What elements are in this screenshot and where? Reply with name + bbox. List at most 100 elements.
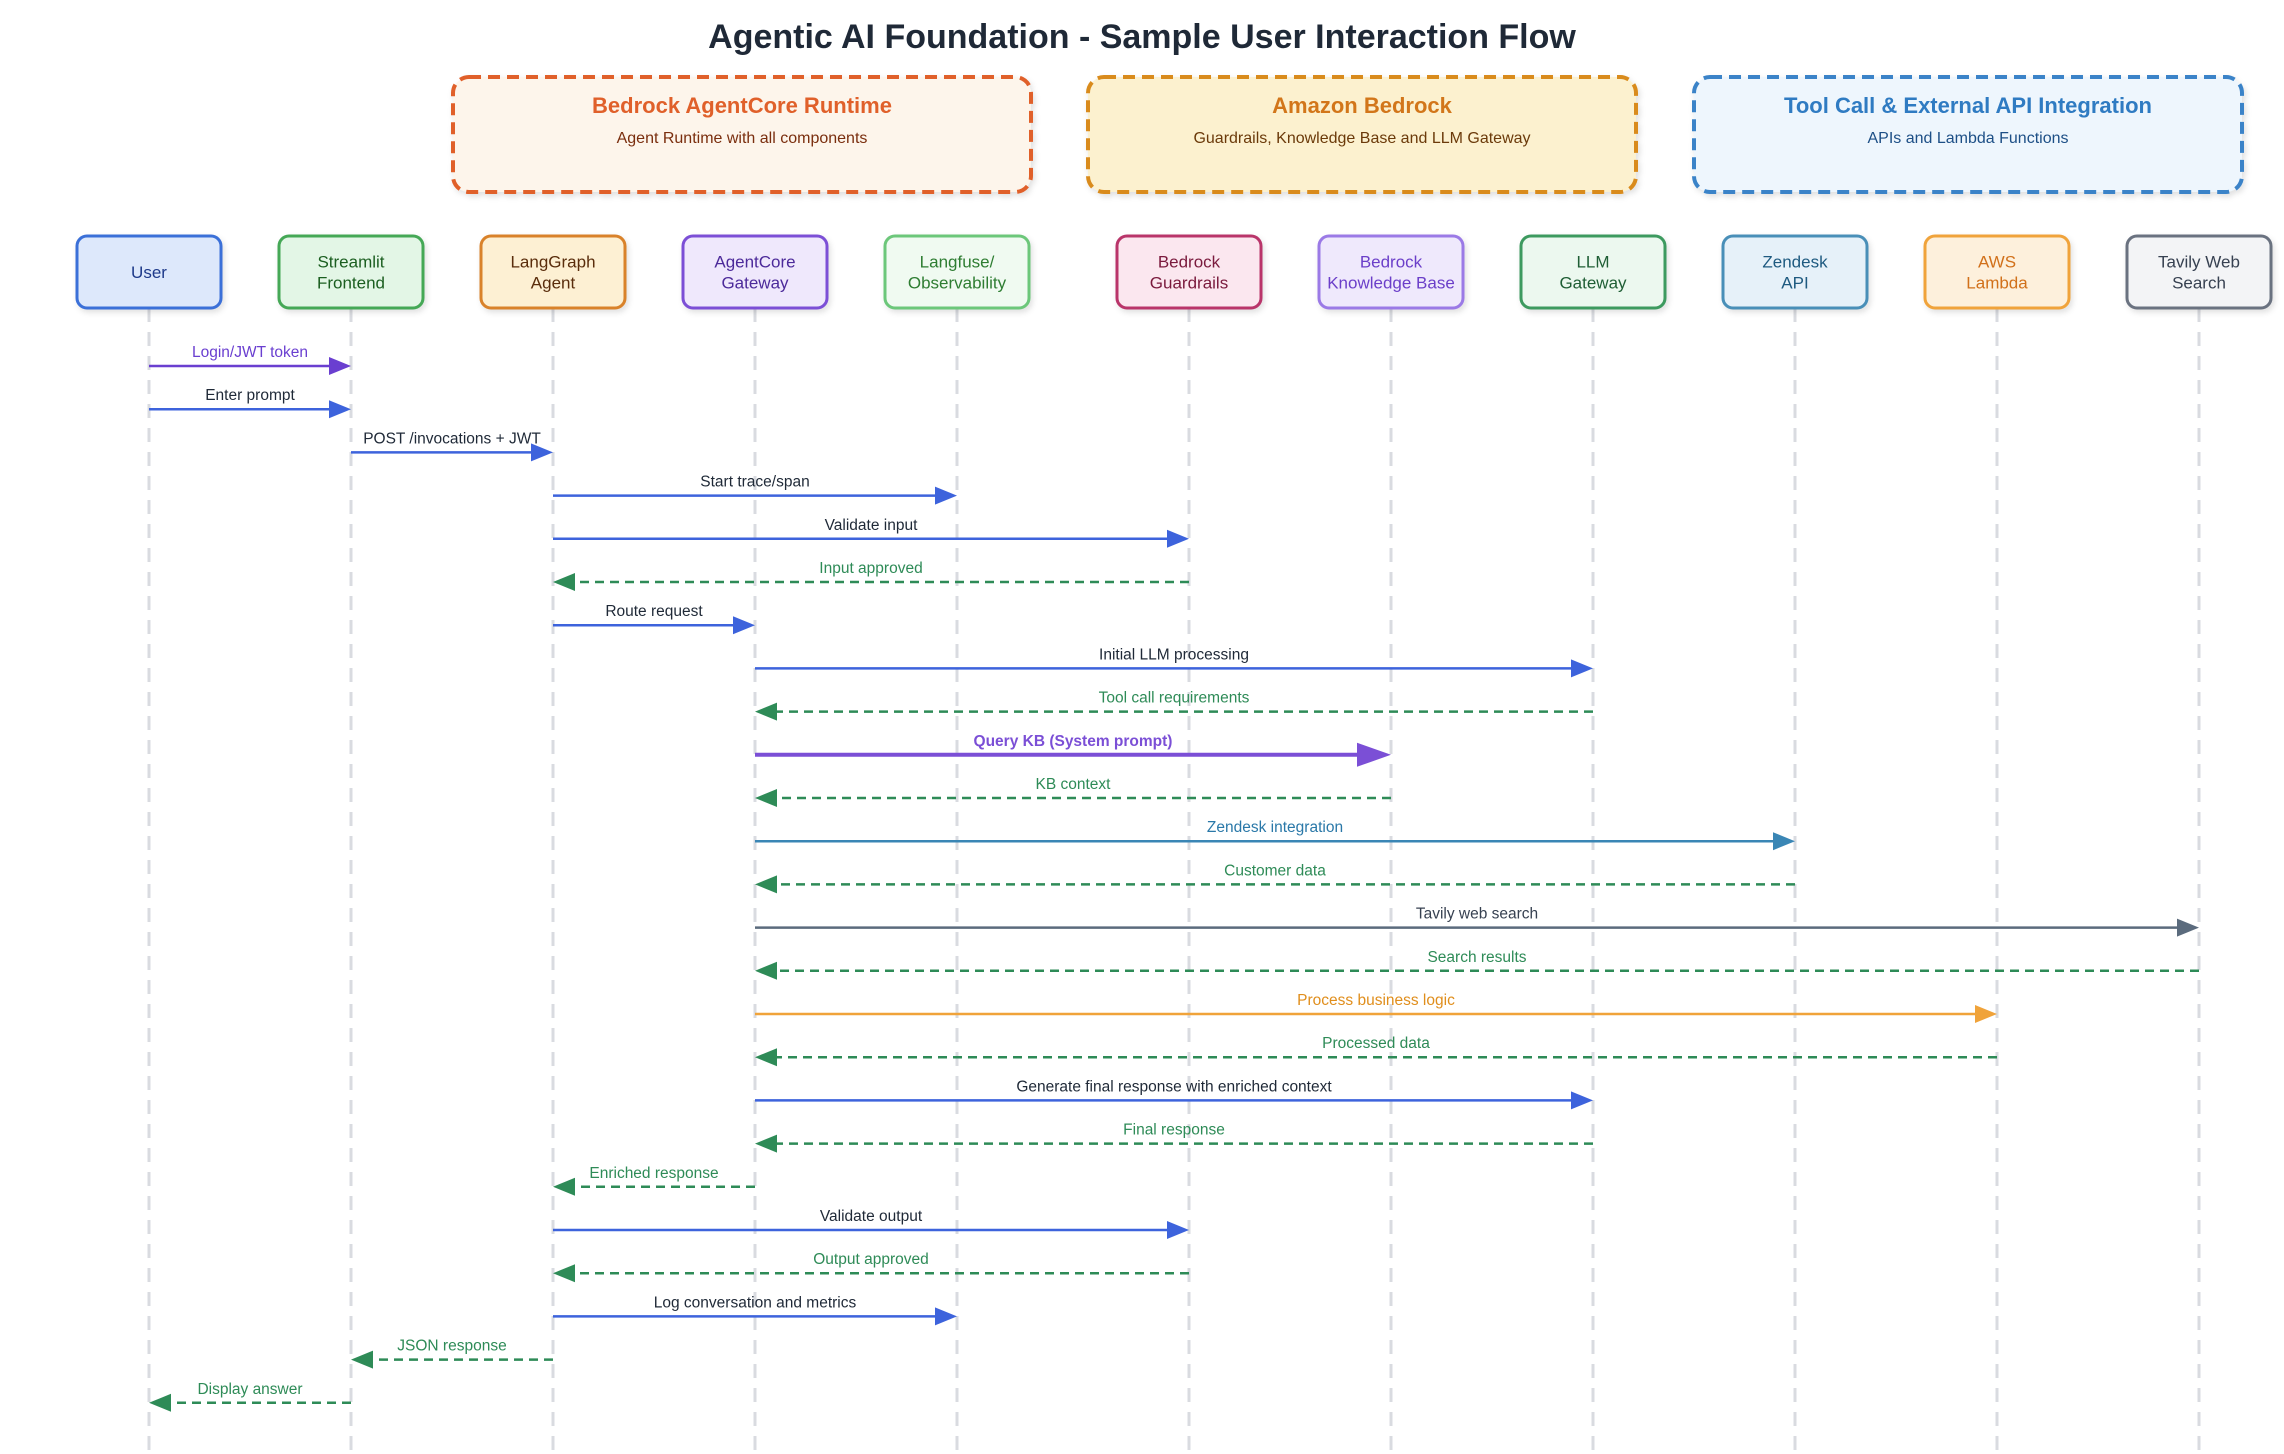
arrowhead [733, 616, 755, 635]
message-arrow: Tool call requirements [755, 690, 1593, 721]
message-arrow: Validate input [553, 517, 1189, 548]
actor-box [75, 234, 223, 310]
group-frame [1692, 75, 2244, 194]
arrowhead [149, 1393, 171, 1412]
message-label: Start trace/span [700, 474, 809, 491]
message-arrow: Input approved [553, 560, 1189, 591]
message-label: Tavily web search [1416, 906, 1538, 923]
actor-label: API [1781, 274, 1808, 293]
message-arrow: Login/JWT token [149, 344, 351, 375]
message-arrow: Output approved [553, 1251, 1189, 1283]
arrowhead [1975, 1005, 1997, 1023]
message-arrow: KB context [755, 776, 1391, 807]
actor-label: Lambda [1966, 274, 2028, 293]
actor-label: Tavily Web [2158, 253, 2240, 272]
message-arrow: Processed data [755, 1035, 1997, 1067]
group-title: Bedrock AgentCore Runtime [592, 93, 892, 118]
message-label: Enter prompt [205, 387, 295, 404]
message-arrow: Enriched response [553, 1165, 755, 1196]
message-arrow: Route request [553, 603, 755, 635]
message-arrow: Log conversation and metrics [553, 1294, 957, 1326]
actor-label: AWS [1978, 253, 2016, 272]
actor-label: Search [2172, 274, 2226, 293]
arrowhead [755, 1134, 777, 1153]
message-label: Zendesk integration [1207, 819, 1343, 836]
arrowhead [755, 789, 777, 807]
actor-label: Knowledge Base [1327, 274, 1455, 293]
actor-label: Gateway [721, 274, 789, 293]
message-label: POST /invocations + JWT [363, 430, 541, 447]
message-arrow: Generate final response with enriched co… [755, 1078, 1593, 1110]
group-subtitle: Guardrails, Knowledge Base and LLM Gatew… [1193, 130, 1530, 147]
message-label: JSON response [397, 1338, 506, 1355]
actor-lambda: AWS Lambda [1923, 234, 2071, 310]
arrowhead [755, 875, 777, 894]
actor-label: Frontend [317, 274, 385, 293]
message-label: Enriched response [589, 1165, 718, 1182]
actor-box [1721, 234, 1869, 310]
message-arrow: Validate output [553, 1208, 1189, 1239]
message-label: Initial LLM processing [1099, 646, 1249, 663]
group-title: Amazon Bedrock [1272, 93, 1452, 118]
actor-box [479, 234, 627, 310]
actor-label: Streamlit [317, 253, 384, 272]
message-label: Validate output [820, 1208, 923, 1225]
actor-box [1519, 234, 1667, 310]
message-arrow: Tavily web search [755, 906, 2199, 937]
message-arrow: JSON response [351, 1338, 553, 1369]
message-label: Output approved [813, 1251, 928, 1268]
message-arrow: Customer data [755, 862, 1795, 894]
message-label: Processed data [1322, 1035, 1430, 1052]
arrowhead [935, 486, 957, 505]
arrowhead [2177, 918, 2199, 937]
message-label: Customer data [1224, 862, 1326, 879]
group-title: Tool Call & External API Integration [1784, 93, 2152, 118]
arrowhead [553, 1264, 575, 1283]
actor-box [1923, 234, 2071, 310]
actor-box [277, 234, 425, 310]
message-arrow: Display answer [149, 1381, 351, 1412]
message-arrow: Process business logic [755, 992, 1997, 1023]
actor-langfuse: Langfuse/Observability [883, 234, 1031, 310]
arrowhead [553, 1177, 575, 1196]
message-label: Route request [605, 603, 703, 620]
arrowhead [935, 1307, 957, 1326]
message-arrow: Search results [755, 949, 2199, 980]
actor-label: Observability [908, 274, 1007, 293]
arrowhead [1167, 529, 1189, 548]
message-label: Generate final response with enriched co… [1016, 1078, 1332, 1095]
arrowhead [1571, 1091, 1593, 1110]
message-arrow: Enter prompt [149, 387, 351, 419]
lifelines [147, 308, 2201, 1454]
message-arrow: Zendesk integration [755, 819, 1795, 851]
message-label: Display answer [197, 1381, 302, 1398]
message-arrow: Initial LLM processing [755, 646, 1593, 678]
arrowhead [1571, 659, 1593, 678]
actor-label: Zendesk [1762, 253, 1828, 272]
actor-label: Agent [531, 274, 576, 293]
arrowhead [329, 357, 351, 375]
message-label: Search results [1427, 949, 1526, 966]
arrowhead [1773, 832, 1795, 851]
arrowhead [755, 702, 777, 721]
message-label: Tool call requirements [1099, 690, 1250, 707]
message-arrow: Query KB (System prompt) [755, 733, 1391, 767]
arrowhead [1357, 742, 1391, 767]
actor-box [681, 234, 829, 310]
message-arrow: Final response [755, 1122, 1593, 1153]
actor-label: User [131, 263, 167, 282]
message-label: Input approved [819, 560, 922, 577]
diagram-title: Agentic AI Foundation - Sample User Inte… [708, 18, 1576, 56]
actor-box [2125, 234, 2273, 310]
actor-label: Langfuse/ [920, 253, 995, 272]
message-label: Log conversation and metrics [654, 1294, 857, 1311]
